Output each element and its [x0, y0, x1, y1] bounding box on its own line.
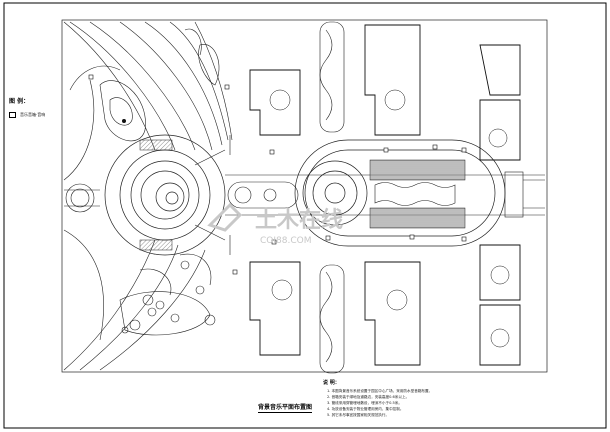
west-park-contours — [63, 21, 233, 371]
drawing-frame — [3, 2, 607, 429]
cascade-north — [369, 159, 466, 181]
plaza-hatch-north — [139, 139, 173, 151]
note-item: 2. 音箱安装于绿地及道路边，安装高度0.6米以上。 — [327, 395, 410, 399]
legend-pointer-dot — [122, 119, 126, 123]
drawing-title: 背景音乐平面布置图 — [258, 404, 313, 413]
wave-pool — [374, 182, 456, 206]
plaza-hatch-south — [139, 239, 173, 251]
speaker-symbol-icon — [9, 112, 16, 118]
note-item: 1. 本图背景音乐系统设置于园区中心广场，采用防水型音箱布置。 — [327, 389, 433, 393]
capsule-walk — [227, 181, 299, 209]
oval-water-feature — [294, 139, 506, 247]
circular-plaza — [104, 134, 226, 256]
notes-title: 说 明： — [323, 380, 340, 386]
note-item: 3. 管线采用穿管埋地敷设，埋深不小于0.5米。 — [327, 401, 402, 405]
legend-title: 图 例： — [9, 98, 30, 105]
note-item: 5. 其它未尽事宜按国家相关规范执行。 — [327, 413, 390, 417]
legend-item-label: 音乐音箱·音响 — [20, 112, 46, 117]
main-axis-road — [194, 135, 545, 255]
notes-list: 1. 本图背景音乐系统设置于园区中心广场，采用防水型音箱布置。 2. 音箱安装于… — [327, 388, 432, 418]
note-item: 4. 功放设备安装于物业管理用房内，集中控制。 — [327, 407, 404, 411]
speaker-markers — [88, 74, 467, 275]
cascade-south — [369, 207, 466, 229]
west-gateway — [64, 183, 100, 213]
legend-item: 音乐音箱·音响 — [9, 112, 45, 118]
vertical-pools — [319, 21, 345, 374]
west-park-planting — [99, 28, 220, 336]
trees-cluster — [121, 260, 216, 334]
east-gate — [504, 171, 545, 218]
site-boundary — [61, 19, 548, 373]
buildings — [249, 24, 521, 366]
